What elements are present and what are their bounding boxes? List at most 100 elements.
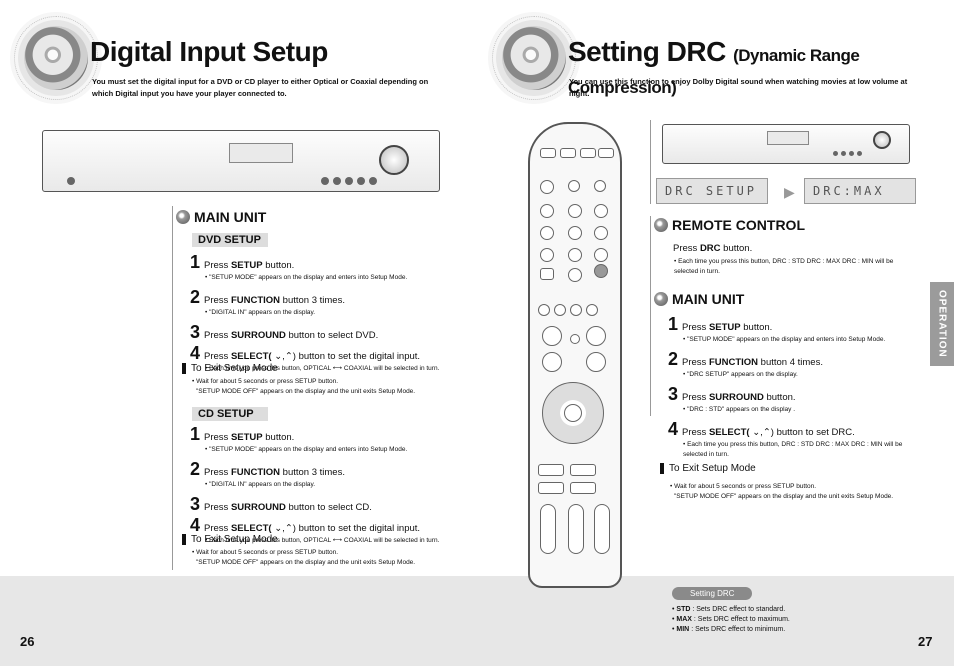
remote-slider [540, 504, 556, 554]
dvd-setup-label: DVD SETUP [192, 233, 268, 247]
remote-button [598, 148, 614, 158]
step-note: • "SETUP MODE" appears on the display an… [683, 336, 886, 343]
remote-number-button [568, 226, 582, 240]
lcd-display-drc-setup: DRC SETUP [656, 178, 768, 204]
receiver-button [841, 151, 846, 156]
remote-button [540, 268, 554, 280]
disc-ring-decoration [492, 16, 576, 100]
heading-text: MAIN UNIT [194, 209, 267, 225]
step-text: Press SURROUND button to select CD. [204, 502, 372, 513]
step-number: 1 [190, 424, 201, 444]
volume-knob [873, 131, 891, 149]
remote-drc-button [594, 264, 608, 278]
remote-number-button [594, 204, 608, 218]
step-text: Press FUNCTION button 3 times. [204, 467, 345, 478]
title-main: Setting DRC [568, 36, 726, 67]
remote-number-button [568, 204, 582, 218]
intro-text: You can use this function to enjoy Dolby… [569, 77, 908, 98]
remote-number-button [540, 226, 554, 240]
intro-text: You must set the digital input for a DVD… [92, 77, 429, 98]
step-number: 3 [190, 494, 201, 514]
setting-item: • MAX : Sets DRC effect to maximum. [672, 616, 790, 623]
exit-note: • Wait for about 5 seconds or press SETU… [670, 482, 920, 502]
step-text: Press SURROUND button. [682, 392, 796, 403]
page-title: Digital Input Setup [90, 36, 328, 67]
triangle-right-icon: ▶ [784, 184, 795, 200]
receiver-button [857, 151, 862, 156]
remote-control-heading: REMOTE CONTROL [654, 217, 805, 233]
divider-line [650, 216, 651, 416]
main-unit-heading: MAIN UNIT [176, 209, 266, 225]
remote-slider [594, 504, 610, 554]
receiver-button [333, 177, 341, 185]
receiver-button [849, 151, 854, 156]
power-button-illustration [67, 177, 75, 185]
exit-note-line: "SETUP MODE OFF" appears on the display … [196, 559, 416, 566]
step-note: • Each time you press this button, OPTIC… [205, 537, 440, 544]
remote-volume-button [542, 352, 562, 372]
receiver-illustration [42, 130, 440, 192]
receiver-button [321, 177, 329, 185]
cd-disc-icon [24, 26, 88, 90]
step-number: 3 [190, 322, 201, 342]
step-note: • "SETUP MODE" appears on the display an… [205, 446, 408, 453]
remote-tuning-button [586, 326, 606, 346]
step-text: Press SELECT( ⌄,⌃) button to set DRC. [682, 427, 855, 438]
divider-line [650, 120, 651, 204]
receiver-button [345, 177, 353, 185]
exit-note-line: • Wait for about 5 seconds or press SETU… [192, 378, 339, 385]
footer-band [0, 576, 954, 666]
step-note: • "DRC SETUP" appears on the display. [683, 371, 798, 378]
step-text: Press FUNCTION button 4 times. [682, 357, 823, 368]
step-number: 4 [190, 343, 201, 363]
page-title: Setting DRC (Dynamic Range Compression) [568, 36, 954, 100]
remote-number-button [568, 268, 582, 282]
down-up-arrows-icon: ⌄,⌃ [271, 523, 293, 534]
remote-slider [568, 504, 584, 554]
receiver-display [229, 143, 293, 163]
volume-knob [379, 145, 409, 175]
remote-button [586, 304, 598, 316]
remote-button [594, 180, 606, 192]
disc-bullet-icon [654, 218, 668, 232]
remote-note: • Each time you press this button, DRC :… [674, 258, 894, 275]
exit-note-line: "SETUP MODE OFF" appears on the display … [674, 493, 894, 500]
remote-volume-button [542, 326, 562, 346]
remote-number-button [540, 204, 554, 218]
remote-mute-button [570, 334, 580, 344]
receiver-button [357, 177, 365, 185]
remote-number-button [594, 248, 608, 262]
disc-bullet-icon [176, 210, 190, 224]
setting-item: • STD : Sets DRC effect to standard. [672, 606, 786, 613]
exit-note: • Wait for about 5 seconds or press SETU… [192, 548, 482, 568]
remote-button [554, 304, 566, 316]
step-text: Press SELECT( ⌄,⌃) button to set the dig… [204, 351, 421, 362]
step-note: • Each time you press this button, DRC :… [683, 441, 903, 458]
operation-side-tab: OPERATION [930, 282, 954, 366]
heading-text: MAIN UNIT [672, 291, 745, 307]
step-note: • "DIGITAL IN" appears on the display. [205, 309, 316, 316]
exit-setup-title: To Exit Setup Mode [182, 363, 278, 374]
step-note: • Each time you press this button, OPTIC… [205, 365, 440, 372]
receiver-display [767, 131, 809, 145]
remote-button [570, 304, 582, 316]
down-up-arrows-icon: ⌄,⌃ [271, 351, 293, 362]
main-unit-heading: MAIN UNIT [654, 291, 744, 307]
remote-button [560, 148, 576, 158]
step-number: 2 [190, 287, 201, 307]
step-number: 3 [668, 384, 679, 404]
remote-button [570, 464, 596, 476]
page-number: 26 [20, 634, 35, 649]
remote-button [540, 148, 556, 158]
step-text: Press SETUP button. [204, 260, 295, 271]
